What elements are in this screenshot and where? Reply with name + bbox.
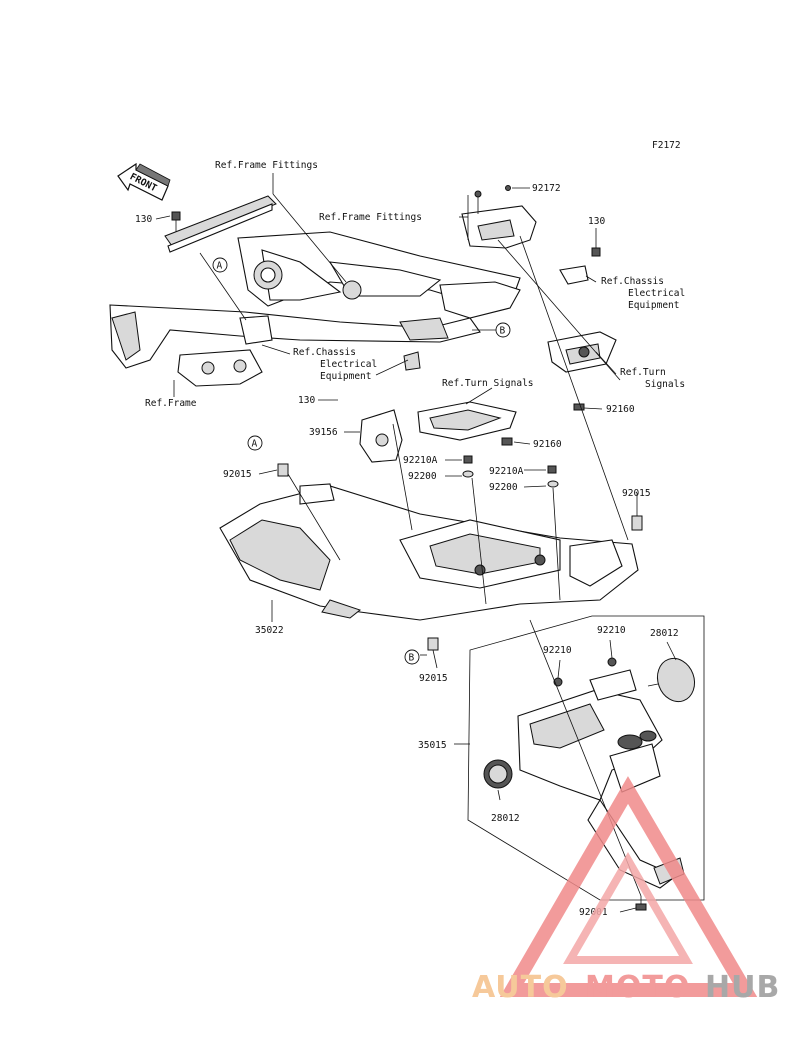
callout-a-top: A bbox=[212, 257, 228, 273]
ref-chassis-center-3: Equipment bbox=[320, 371, 371, 382]
bracket-39156 bbox=[359, 409, 403, 463]
ref-frame-fittings-mid: Ref.Frame Fittings bbox=[319, 212, 422, 223]
part-92172: 92172 bbox=[532, 183, 561, 194]
part-92210-right: 92210 bbox=[597, 625, 626, 636]
ref-frame-fittings-top: Ref.Frame Fittings bbox=[215, 160, 318, 171]
ref-turn-signals-center: Ref.Turn Signals bbox=[442, 378, 534, 389]
ref-turn-signals-right: Ref.Turn bbox=[620, 367, 666, 378]
watermark-hub: HUB bbox=[705, 970, 780, 1005]
bracket-assembly-top bbox=[461, 185, 537, 249]
callout-b-bottom: B bbox=[404, 649, 420, 665]
part-28012-right: 28012 bbox=[650, 628, 679, 639]
part-92210a-right: 92210A bbox=[489, 466, 524, 477]
part-92200-right: 92200 bbox=[489, 482, 518, 493]
front-arrow-icon: FRONT bbox=[117, 162, 171, 201]
svg-text:A: A bbox=[217, 261, 223, 272]
watermark-moto: MOTO bbox=[585, 970, 690, 1005]
part-35015: 35015 bbox=[418, 740, 447, 751]
part-130-left: 130 bbox=[135, 214, 152, 225]
part-92160-right: 92160 bbox=[606, 404, 635, 415]
svg-text:B: B bbox=[409, 653, 415, 664]
turn-signal-center bbox=[417, 401, 517, 446]
ref-chassis-right-3: Equipment bbox=[628, 300, 679, 311]
collar-92015-a bbox=[277, 463, 289, 477]
bolt-130-left bbox=[171, 211, 181, 232]
part-92200-left: 92200 bbox=[408, 471, 437, 482]
frame-bracket-plate bbox=[164, 195, 277, 253]
ref-chassis-center-2: Electrical bbox=[320, 359, 377, 370]
reflector-28012-left bbox=[483, 759, 513, 789]
ref-turn-signals-right-2: Signals bbox=[645, 379, 685, 390]
part-92210-left: 92210 bbox=[543, 645, 572, 656]
callout-a-bottom: A bbox=[247, 435, 263, 451]
callout-b-top: B bbox=[495, 322, 511, 338]
part-92015-left: 92015 bbox=[223, 469, 252, 480]
part-92210a-left: 92210A bbox=[403, 455, 438, 466]
ref-chassis-center: Ref.Chassis bbox=[293, 347, 356, 358]
collar-92015-b bbox=[631, 515, 643, 531]
rear-frame bbox=[109, 231, 521, 387]
watermark-logo: AUTO MOTO HUB bbox=[472, 776, 780, 1005]
ref-frame: Ref.Frame bbox=[145, 398, 197, 409]
svg-text:A: A bbox=[252, 439, 258, 450]
part-92015-right: 92015 bbox=[622, 488, 651, 499]
part-39156: 39156 bbox=[309, 427, 338, 438]
screw-92001 bbox=[635, 896, 647, 911]
part-92160-center: 92160 bbox=[533, 439, 562, 450]
part-130-right: 130 bbox=[588, 216, 605, 227]
reference-labels: Ref.Frame Fittings Ref.Frame Fittings Re… bbox=[145, 160, 685, 409]
part-130-center: 130 bbox=[298, 395, 315, 406]
washers-center bbox=[462, 455, 559, 488]
collar-92015-c bbox=[427, 637, 439, 651]
reflector-28012-right bbox=[647, 657, 696, 703]
watermark-auto: AUTO bbox=[472, 970, 569, 1005]
bolt-130-right bbox=[591, 232, 601, 257]
part-35022: 35022 bbox=[255, 625, 284, 636]
ref-chassis-right: Ref.Chassis bbox=[601, 276, 664, 287]
assembly-box-35015 bbox=[467, 615, 705, 901]
part-28012-left: 28012 bbox=[491, 813, 520, 824]
figure-code: F2172 bbox=[652, 140, 681, 151]
part-92015-bottom: 92015 bbox=[419, 673, 448, 684]
chassis-clip-right bbox=[559, 265, 589, 285]
rear-fender-35022 bbox=[219, 483, 639, 621]
watermark-triangle-icon bbox=[499, 776, 758, 997]
ref-chassis-right-2: Electrical bbox=[628, 288, 685, 299]
leader-lines bbox=[155, 173, 677, 913]
svg-text:B: B bbox=[500, 326, 506, 337]
